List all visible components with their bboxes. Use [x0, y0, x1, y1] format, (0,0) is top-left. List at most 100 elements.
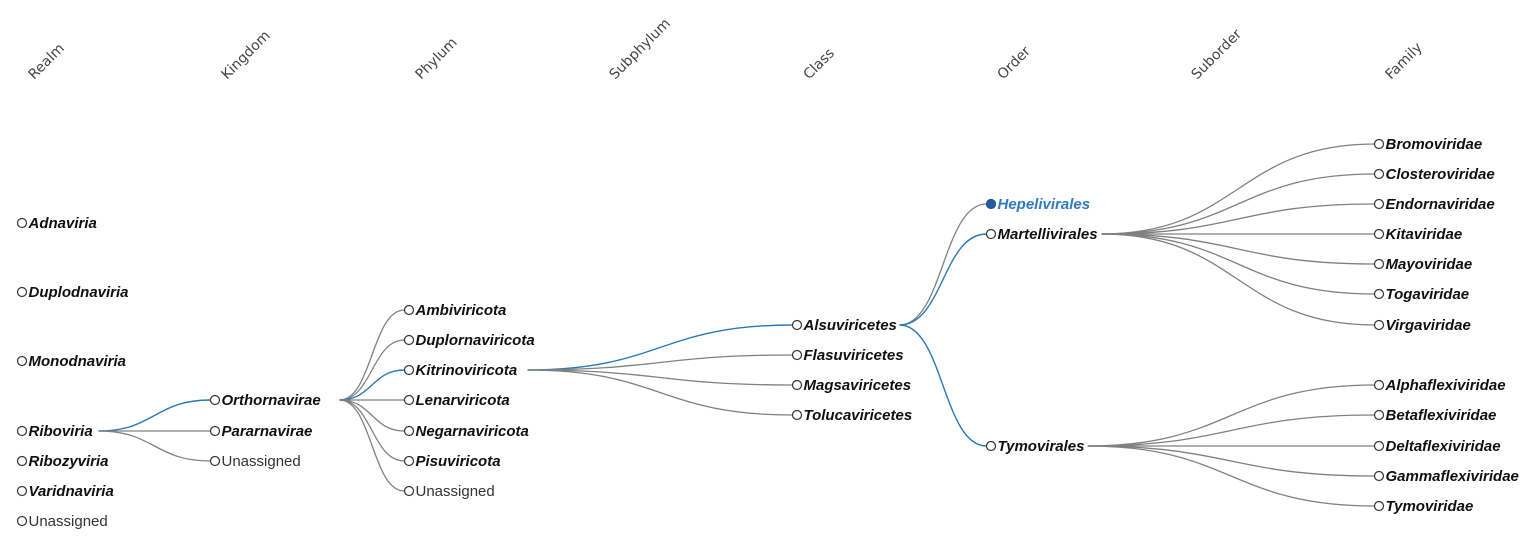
- node-label[interactable]: Unassigned: [416, 483, 495, 500]
- node-label[interactable]: Alsuviricetes: [803, 317, 897, 334]
- tree-node-togaviridae[interactable]: Togaviridae: [1373, 286, 1470, 303]
- tree-node-deltaflexiviridae[interactable]: Deltaflexiviridae: [1373, 438, 1501, 455]
- tree-node-pararnavirae[interactable]: Pararnavirae: [209, 423, 313, 440]
- tree-node-monodnaviria[interactable]: Monodnaviria: [16, 353, 127, 370]
- node-circle[interactable]: [1373, 470, 1385, 482]
- tree-node-duplornaviricota[interactable]: Duplornaviricota: [403, 332, 535, 349]
- tree-node-tolucaviricetes[interactable]: Tolucaviricetes: [791, 407, 913, 424]
- tree-node-negarnaviricota[interactable]: Negarnaviricota: [403, 423, 529, 440]
- node-circle[interactable]: [1373, 198, 1385, 210]
- node-circle[interactable]: [16, 515, 28, 527]
- node-circle[interactable]: [403, 455, 415, 467]
- tree-node-bromoviridae[interactable]: Bromoviridae: [1373, 136, 1483, 153]
- tree-node-hepelivirales[interactable]: Hepelivirales: [985, 196, 1091, 213]
- node-circle[interactable]: [16, 485, 28, 497]
- tree-node-gammaflexiviridae[interactable]: Gammaflexiviridae: [1373, 468, 1519, 485]
- node-circle[interactable]: [1373, 409, 1385, 421]
- node-circle[interactable]: [1373, 500, 1385, 512]
- node-label[interactable]: Magsaviricetes: [804, 377, 912, 394]
- node-circle[interactable]: [1373, 258, 1385, 270]
- node-label[interactable]: Lenarviricota: [416, 392, 510, 409]
- node-label[interactable]: Duplodnaviria: [29, 284, 129, 301]
- node-label[interactable]: Negarnaviricota: [416, 423, 529, 440]
- tree-node-varidnaviria[interactable]: Varidnaviria: [16, 483, 114, 500]
- node-label[interactable]: Tymovirales: [998, 438, 1085, 455]
- node-circle[interactable]: [209, 425, 221, 437]
- node-label[interactable]: Martellivirales: [998, 226, 1098, 243]
- node-label[interactable]: Unassigned: [29, 513, 108, 530]
- tree-node-realm_unassigned[interactable]: Unassigned: [16, 513, 108, 530]
- node-circle[interactable]: [791, 319, 803, 331]
- node-circle[interactable]: [16, 455, 28, 467]
- node-circle[interactable]: [16, 286, 28, 298]
- node-circle[interactable]: [791, 409, 803, 421]
- node-circle[interactable]: [1373, 440, 1385, 452]
- node-circle[interactable]: [1373, 168, 1385, 180]
- node-circle[interactable]: [16, 425, 28, 437]
- node-circle[interactable]: [403, 394, 415, 406]
- node-label[interactable]: Flasuviricetes: [804, 347, 904, 364]
- node-label[interactable]: Ribozyviria: [29, 453, 109, 470]
- tree-node-orthornavirae[interactable]: Orthornavirae: [209, 392, 321, 409]
- tree-node-tymoviridae[interactable]: Tymoviridae: [1373, 498, 1474, 515]
- node-circle[interactable]: [1373, 288, 1385, 300]
- tree-node-kingdom_unassigned[interactable]: Unassigned: [209, 453, 301, 470]
- node-circle[interactable]: [403, 304, 415, 316]
- node-label[interactable]: Hepelivirales: [998, 196, 1091, 213]
- node-label[interactable]: Tolucaviricetes: [804, 407, 913, 424]
- node-label[interactable]: Bromoviridae: [1386, 136, 1483, 153]
- tree-node-ambiviricota[interactable]: Ambiviricota: [403, 302, 507, 319]
- tree-node-duplodnaviria[interactable]: Duplodnaviria: [16, 284, 129, 301]
- tree-node-lenarviricota[interactable]: Lenarviricota: [403, 392, 510, 409]
- node-label[interactable]: Deltaflexiviridae: [1386, 438, 1501, 455]
- node-label[interactable]: Unassigned: [222, 453, 301, 470]
- tree-node-magsaviricetes[interactable]: Magsaviricetes: [791, 377, 912, 394]
- tree-node-flasuviricetes[interactable]: Flasuviricetes: [791, 347, 904, 364]
- node-label[interactable]: Pisuviricota: [416, 453, 501, 470]
- node-circle[interactable]: [209, 394, 221, 406]
- node-circle[interactable]: [403, 364, 415, 376]
- node-label[interactable]: Riboviria: [29, 423, 93, 440]
- tree-node-tymovirales[interactable]: Tymovirales: [985, 438, 1085, 455]
- tree-node-martellivirales[interactable]: Martellivirales: [985, 226, 1098, 243]
- tree-node-endornaviridae[interactable]: Endornaviridae: [1373, 196, 1495, 213]
- node-circle[interactable]: [403, 334, 415, 346]
- node-label[interactable]: Betaflexiviridae: [1386, 407, 1497, 424]
- node-label[interactable]: Alphaflexiviridae: [1385, 377, 1506, 394]
- node-circle[interactable]: [1373, 319, 1385, 331]
- node-circle[interactable]: [16, 355, 28, 367]
- node-label[interactable]: Duplornaviricota: [416, 332, 535, 349]
- node-circle[interactable]: [985, 440, 997, 452]
- node-label[interactable]: Varidnaviria: [29, 483, 114, 500]
- tree-node-alphaflexiviridae[interactable]: Alphaflexiviridae: [1373, 377, 1506, 394]
- node-label[interactable]: Togaviridae: [1386, 286, 1470, 303]
- node-label[interactable]: Adnaviria: [28, 215, 97, 232]
- node-label[interactable]: Virgaviridae: [1386, 317, 1471, 334]
- tree-node-riboviria[interactable]: Riboviria: [16, 423, 93, 440]
- node-circle[interactable]: [791, 379, 803, 391]
- tree-node-virgaviridae[interactable]: Virgaviridae: [1373, 317, 1471, 334]
- node-circle[interactable]: [1373, 138, 1385, 150]
- node-circle[interactable]: [16, 217, 28, 229]
- node-label[interactable]: Monodnaviria: [29, 353, 127, 370]
- node-circle[interactable]: [209, 455, 221, 467]
- tree-node-betaflexiviridae[interactable]: Betaflexiviridae: [1373, 407, 1497, 424]
- node-label[interactable]: Mayoviridae: [1386, 256, 1473, 273]
- node-label[interactable]: Endornaviridae: [1386, 196, 1495, 213]
- node-circle[interactable]: [985, 228, 997, 240]
- tree-node-kitaviridae[interactable]: Kitaviridae: [1373, 226, 1463, 243]
- node-label[interactable]: Tymoviridae: [1386, 498, 1474, 515]
- tree-node-mayoviridae[interactable]: Mayoviridae: [1373, 256, 1473, 273]
- node-circle[interactable]: [791, 349, 803, 361]
- tree-node-kitrinoviricota[interactable]: Kitrinoviricota: [403, 362, 518, 379]
- node-label[interactable]: Kitaviridae: [1386, 226, 1463, 243]
- tree-node-phylum_unassigned[interactable]: Unassigned: [403, 483, 495, 500]
- node-circle[interactable]: [403, 425, 415, 437]
- node-label[interactable]: Kitrinoviricota: [416, 362, 518, 379]
- node-label[interactable]: Pararnavirae: [222, 423, 313, 440]
- node-circle[interactable]: [403, 485, 415, 497]
- node-label[interactable]: Closteroviridae: [1386, 166, 1495, 183]
- tree-node-ribozyviria[interactable]: Ribozyviria: [16, 453, 109, 470]
- node-label[interactable]: Gammaflexiviridae: [1386, 468, 1519, 485]
- tree-node-closteroviridae[interactable]: Closteroviridae: [1373, 166, 1495, 183]
